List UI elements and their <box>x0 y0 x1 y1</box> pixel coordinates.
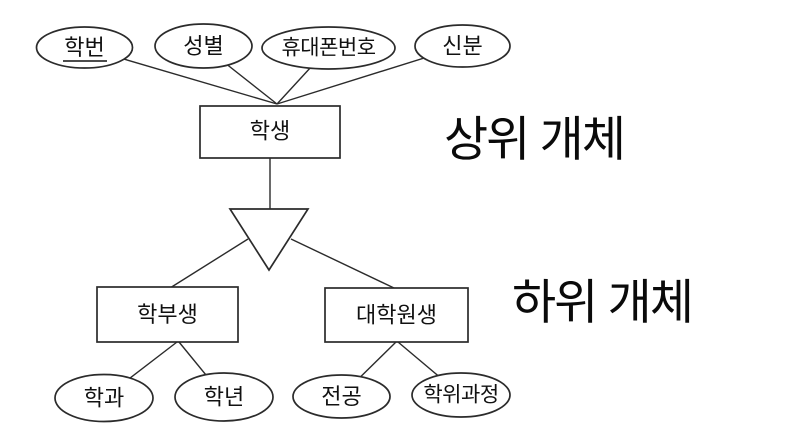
attr-phone-ellipse <box>261 26 396 70</box>
attr-department-label: 학과 <box>84 386 124 411</box>
attr-status-label: 신분 <box>442 34 482 59</box>
entity-grad-label: 대학원생 <box>356 303 437 328</box>
attr-gender-label: 성별 <box>183 34 223 59</box>
entity-grad-box <box>324 287 469 343</box>
attr-degree-program-label: 학위과정 <box>423 384 498 407</box>
attr-degree-program-ellipse <box>411 372 511 418</box>
attr-department-ellipse <box>54 373 154 423</box>
attr-phone-label: 휴대폰번호 <box>281 37 375 60</box>
entity-student-box <box>199 105 341 159</box>
attr-status-ellipse <box>414 24 511 68</box>
attr-major-ellipse <box>292 374 391 419</box>
attr-gender-ellipse <box>154 23 253 69</box>
attr-year-ellipse <box>174 372 274 422</box>
attr-year-label: 학년 <box>204 385 244 410</box>
entity-undergrad-label: 학부생 <box>137 302 198 327</box>
attr-major-label: 전공 <box>321 384 361 409</box>
connector-isa-to-undergrad <box>169 238 249 289</box>
attr-student-id-ellipse <box>35 26 134 69</box>
subclass-caption: 하위 개체 <box>512 277 692 330</box>
isa-triangle-icon <box>228 208 310 272</box>
connector-isa-to-grad <box>290 238 395 289</box>
superclass-caption: 상위 개체 <box>444 114 624 167</box>
attr-student-id-label: 학번 <box>64 35 104 60</box>
entity-student-label: 학생 <box>250 119 290 144</box>
entity-undergrad-box <box>96 286 239 343</box>
